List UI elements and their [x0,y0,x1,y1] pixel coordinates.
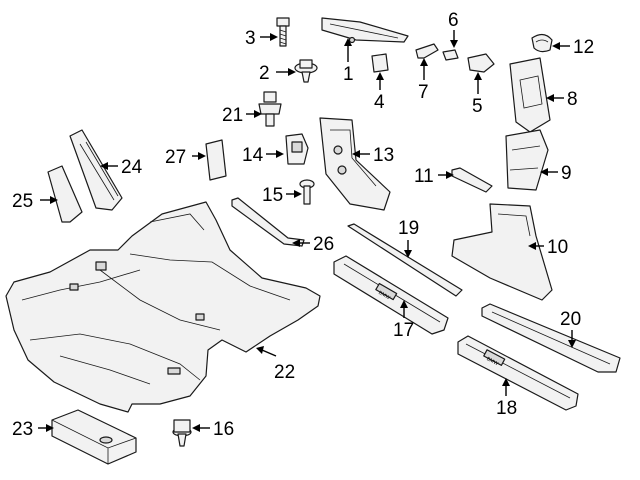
part-22-floor-carpet [5,201,321,413]
part-4-small-clip [371,53,389,73]
part-6-bracket [442,49,459,61]
part-5-cover [467,53,495,73]
callout-8: 8 [567,89,578,110]
callout-15: 15 [262,185,283,206]
callout-18: 18 [496,398,517,419]
part-18-sill-plate: BMW [457,335,579,411]
part-16-clip [172,419,192,447]
part-2-push-nut [294,59,318,83]
callout-labels: 1 2 3 4 5 6 7 8 9 10 11 12 13 14 15 16 1… [12,10,594,440]
callout-21: 21 [222,105,243,126]
part-21-clip [258,91,282,127]
part-19-strip [347,223,463,297]
part-3-bolt [276,17,290,47]
part-24-panel [69,129,123,211]
callout-27: 27 [165,147,186,168]
callout-13: 13 [373,145,394,166]
part-15-screw [299,179,315,205]
part-7-bracket [415,43,439,59]
callout-26: 26 [313,234,334,255]
sill-badge-right: BMW [485,356,499,367]
part-23-cover [51,409,137,465]
callout-3: 3 [245,28,256,49]
callout-4: 4 [374,92,385,113]
callout-20: 20 [560,309,581,330]
callout-25: 25 [12,191,33,212]
callout-7: 7 [418,82,429,103]
part-20-strip [481,303,621,373]
sill-badge-left: BMW [377,290,391,301]
callout-12: 12 [573,37,594,58]
callout-9: 9 [561,163,572,184]
part-14-bracket [285,133,309,165]
callout-24: 24 [121,157,143,178]
part-25-bracket [47,165,83,223]
callout-23: 23 [12,419,33,440]
part-11-strip [451,167,493,193]
callout-17: 17 [393,320,414,341]
callout-2: 2 [259,63,270,84]
callout-arrows [38,30,576,432]
callout-1: 1 [343,64,354,85]
part-27-panel [205,139,227,181]
part-10-panel [451,203,553,301]
part-9-trim [505,129,549,191]
callout-10: 10 [547,237,568,258]
callout-22: 22 [274,362,295,383]
callout-16: 16 [213,419,234,440]
part-12-cap [531,33,553,53]
callout-14: 14 [242,145,264,166]
callout-11: 11 [414,166,434,187]
part-1-trim-strip [321,17,409,44]
part-13-pillar-trim [319,117,391,211]
part-8-pillar-trim [509,57,551,133]
callout-6: 6 [448,10,459,31]
part-17-sill-plate: BMW [333,255,449,335]
callout-19: 19 [398,218,419,239]
callout-5: 5 [472,96,483,117]
